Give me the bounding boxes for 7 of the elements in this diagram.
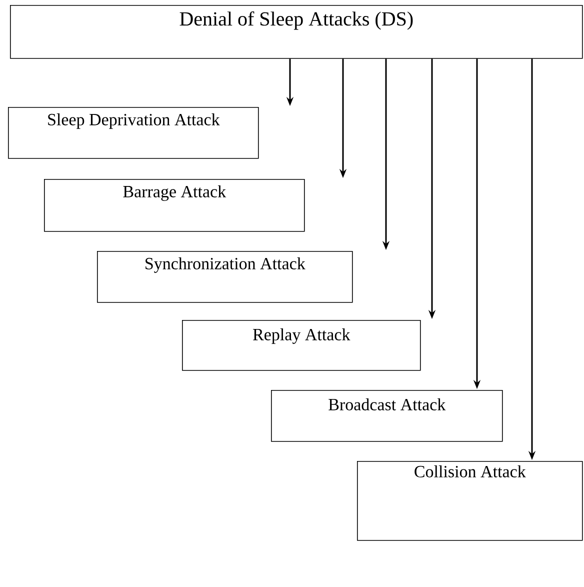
attack-box: Synchronization Attack	[97, 251, 353, 303]
attack-box: Denial of Sleep Attacks (DS)	[10, 5, 583, 59]
attack-box: Collision Attack	[357, 461, 583, 541]
attack-box: Sleep Deprivation Attack	[8, 107, 259, 159]
attack-box: Replay Attack	[182, 320, 421, 371]
attack-box: Broadcast Attack	[271, 390, 503, 442]
attack-box: Barrage Attack	[44, 179, 305, 232]
